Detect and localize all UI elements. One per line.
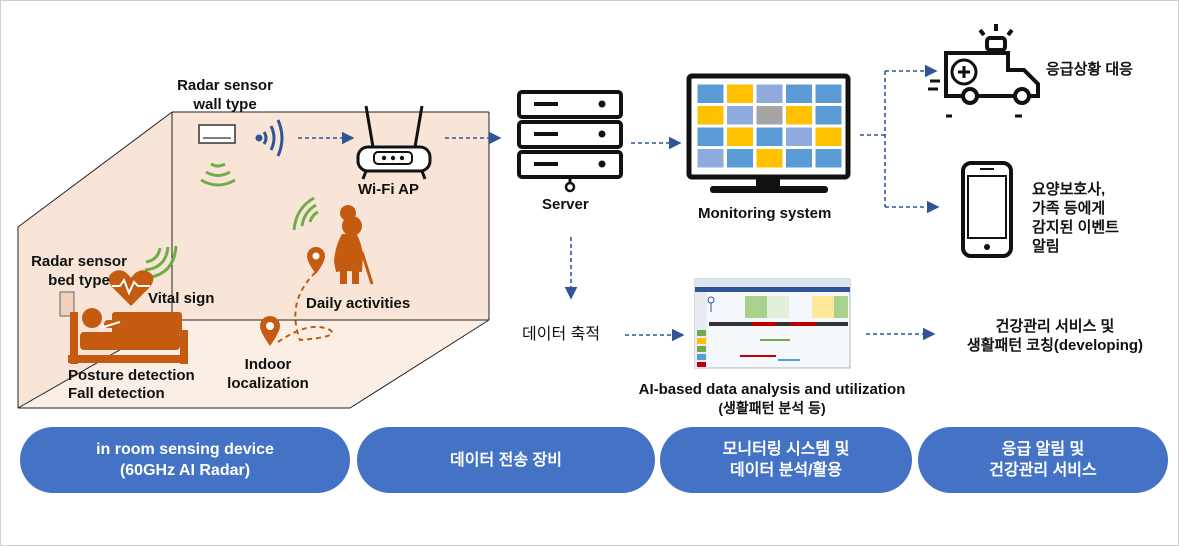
monitor-icon [686,73,851,193]
monitor-tile [785,148,813,169]
caregiver-alert-line3: 감지된 이벤트 [1032,219,1119,236]
ambulance-icon [928,24,1040,118]
monitor-tile [696,126,725,147]
monitor-tile [726,83,754,104]
flow-arrows [298,64,940,342]
health-service-line2: 생활패턴 코칭(developing) [966,337,1144,354]
monitor-tile [726,126,754,147]
elderly-person-icon [334,205,374,285]
daily-activities-label: Daily activities [306,295,411,312]
category-pill-monitoring: 모니터링 시스템 및 데이터 분석/활용 [660,427,912,493]
smartphone-icon [961,161,1013,258]
monitor-tile [696,83,725,104]
health-service-line1: 건강관리 서비스 및 [995,318,1115,335]
server-icon [517,90,623,193]
caregiver-alert-label: 요양보호사, 가족 등에게 감지된 이벤트 알림 [1032,180,1119,256]
category-pill-emergency: 응급 알림 및 건강관리 서비스 [918,427,1168,493]
posture-detection-label: Posture detection [68,367,195,384]
monitor-tile [814,148,843,169]
monitor-tile [755,83,784,104]
category-pill-sensing: in room sensing device (60GHz AI Radar) [20,427,350,493]
bed-radar-label: Radar sensor bed type [20,252,138,290]
category-pill-sensing-text: in room sensing device (60GHz AI Radar) [96,441,274,479]
monitor-tile [785,83,813,104]
analysis-dashboard-thumbnail [694,278,851,369]
location-pin-icon [307,247,325,274]
room-outline [17,111,490,409]
caregiver-alert-line1: 요양보호사, [1032,181,1106,198]
wifi-router-icon [356,105,432,180]
monitor-tile [696,105,725,126]
monitor-tile [726,105,754,126]
wifi-signal-icon [255,119,284,157]
health-service-label: 건강관리 서비스 및 생활패턴 코칭(developing) [940,317,1170,355]
monitor-tile [726,148,754,169]
wall-radar-label-line2: wall type [193,96,257,113]
monitor-tile [755,148,784,169]
caregiver-alert-line2: 가족 등에게 [1032,200,1106,217]
server-label: Server [542,196,589,213]
monitor-tile [814,83,843,104]
analysis-label-line1: AI-based data analysis and utilization [638,381,906,398]
monitoring-system-label: Monitoring system [698,205,832,222]
monitor-tile [785,105,813,126]
category-pill-transmission: 데이터 전송 장비 [357,427,655,493]
wall-radar-label-line1: Radar sensor [177,77,273,94]
wall-radar-label: Radar sensor wall type [162,76,288,114]
indoor-localization-line2: localization [227,375,309,392]
bed-with-person-icon [59,291,188,364]
heart-icon [108,270,154,306]
wifi-ap-label: Wi-Fi AP [358,181,419,198]
person-signal-icon [292,196,319,231]
bed-radar-label-line1: Radar sensor [31,253,127,270]
location-pin-icon [260,316,280,346]
monitor-tile [696,148,725,169]
monitor-tile [814,126,843,147]
monitor-tile [755,126,784,147]
analysis-label-line2: (생활패턴 분석 등) [718,400,826,416]
indoor-localization-line1: Indoor [244,356,292,373]
vital-sign-label: Vital sign [148,290,215,307]
movement-path [277,269,333,343]
wall-radar-sensor-icon [198,124,236,144]
data-accumulation-label: 데이터 축적 [522,326,601,343]
fall-detection-label: Fall detection [68,385,165,402]
wall-radar-signal-icon [200,162,236,187]
indoor-localization-label: Indoor localization [218,355,318,393]
category-pill-emergency-text: 응급 알림 및 건강관리 서비스 [989,441,1097,479]
monitor-tile [785,126,813,147]
category-pill-monitoring-text: 모니터링 시스템 및 데이터 분석/활용 [722,441,850,479]
bed-radar-label-line2: bed type [48,272,110,289]
monitor-tile [814,105,843,126]
monitor-tile [755,105,784,126]
caregiver-alert-line4: 알림 [1032,238,1060,255]
category-pill-transmission-text: 데이터 전송 장비 [450,451,562,469]
emergency-response-label: 응급상황 대응 [1046,61,1133,78]
analysis-label: AI-based data analysis and utilization (… [612,380,932,418]
